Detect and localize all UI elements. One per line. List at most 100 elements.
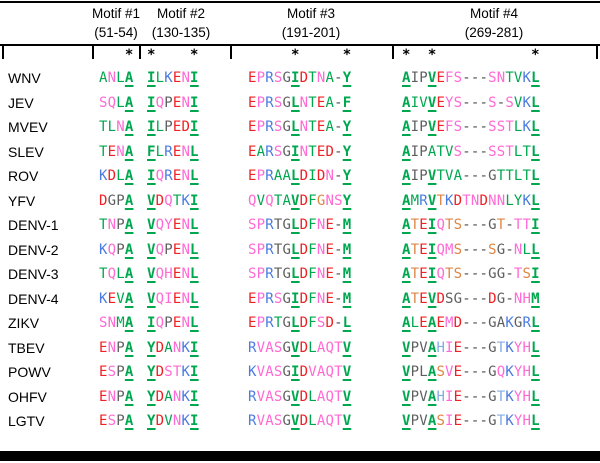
residue: N: [488, 192, 497, 209]
residue: T: [334, 413, 343, 429]
residue: Y: [513, 192, 523, 209]
residue: M: [445, 315, 454, 331]
residue: P: [256, 70, 266, 86]
residue: -: [462, 119, 471, 135]
sequence-m3: SPRTGLDFNE-M: [248, 266, 351, 282]
residue: A: [124, 192, 134, 209]
residue: -: [334, 168, 343, 184]
residue: L: [291, 119, 300, 135]
residue: R: [248, 339, 257, 356]
residue: V: [256, 388, 266, 405]
residue: V: [419, 94, 428, 111]
residue: Q: [325, 364, 335, 380]
residue: V: [256, 364, 266, 380]
residue: G: [282, 290, 292, 307]
residue: P: [410, 413, 420, 429]
residue: Y: [342, 168, 352, 184]
residue: A: [316, 364, 326, 380]
residue: L: [531, 364, 540, 380]
residue: I: [531, 217, 540, 233]
residue: K: [181, 413, 191, 429]
residue: P: [419, 70, 428, 86]
residue: L: [513, 119, 523, 135]
residue: A: [316, 413, 326, 429]
residue: S: [453, 143, 463, 160]
residue: E: [172, 217, 182, 233]
residue: I: [410, 94, 420, 111]
residue: E: [419, 290, 428, 307]
residue: -: [334, 70, 343, 86]
sequence-m1: KQPA: [99, 242, 133, 258]
residue: E: [107, 143, 117, 160]
residue: G: [282, 364, 292, 380]
residue: E: [172, 290, 182, 307]
motif-4-title: Motif #4: [469, 6, 519, 21]
virus-name: TBEV: [8, 339, 45, 356]
residue: L: [531, 388, 540, 405]
residue: N: [172, 413, 182, 429]
virus-name: ZIKV: [8, 315, 40, 331]
residue: K: [505, 364, 514, 380]
residue: T: [436, 143, 446, 160]
residue: L: [531, 192, 540, 209]
residue: -: [462, 388, 471, 405]
residue: A: [402, 168, 411, 184]
residue: Y: [513, 413, 523, 429]
residue: S: [445, 290, 454, 307]
residue: A: [124, 339, 134, 356]
residue: K: [164, 70, 173, 86]
residue: N: [316, 217, 326, 233]
sequence-m1: SNMA: [99, 315, 133, 331]
sequence-m3: RVASGVDLAQTV: [248, 389, 351, 405]
residue: S: [107, 413, 117, 429]
residue: S: [273, 94, 283, 111]
sequence-m3: EPRSGLNTEA-Y: [248, 119, 351, 135]
residue: T: [99, 266, 108, 282]
residue: T: [513, 266, 523, 282]
residue: I: [190, 413, 199, 429]
residue: N: [325, 168, 335, 184]
sequence-m1: TQLA: [99, 266, 133, 282]
residue: D: [299, 168, 309, 184]
residue: E: [172, 94, 182, 111]
residue: P: [410, 339, 420, 356]
residue: A: [427, 143, 437, 160]
residue: G: [488, 315, 497, 331]
residue: V: [427, 168, 437, 184]
residue: -: [470, 290, 480, 307]
residue: R: [248, 413, 257, 429]
residue: A: [256, 143, 266, 160]
residue: D: [325, 315, 335, 331]
residue: E: [436, 94, 446, 111]
residue: I: [147, 70, 156, 86]
residue: E: [325, 217, 335, 233]
top-border-line: [0, 1, 600, 3]
residue: A: [402, 70, 411, 86]
sequence-m2: VQIENL: [147, 291, 199, 307]
residue: E: [325, 241, 335, 258]
residue: V: [427, 70, 437, 86]
residue: -: [470, 119, 480, 135]
residue: E: [172, 143, 182, 160]
residue: L: [410, 315, 420, 331]
residue: V: [445, 168, 454, 184]
motif-3-range: (191-201): [281, 24, 341, 40]
residue: K: [522, 192, 532, 209]
residue: K: [181, 388, 191, 405]
residue: -: [479, 70, 489, 86]
residue: E: [99, 339, 108, 356]
residue: D: [479, 192, 489, 209]
residue: V: [291, 192, 300, 209]
residue: T: [172, 364, 182, 380]
residue: P: [410, 364, 420, 380]
residue: S: [164, 364, 173, 380]
residue: -: [479, 364, 489, 380]
residue: T: [496, 339, 506, 356]
residue: A: [124, 413, 134, 429]
residue: L: [291, 94, 300, 111]
residue: D: [155, 364, 165, 380]
residue: E: [453, 339, 463, 356]
sequence-m4: ALEAEMD---GAKGRL: [402, 315, 540, 331]
residue: V: [402, 339, 411, 356]
